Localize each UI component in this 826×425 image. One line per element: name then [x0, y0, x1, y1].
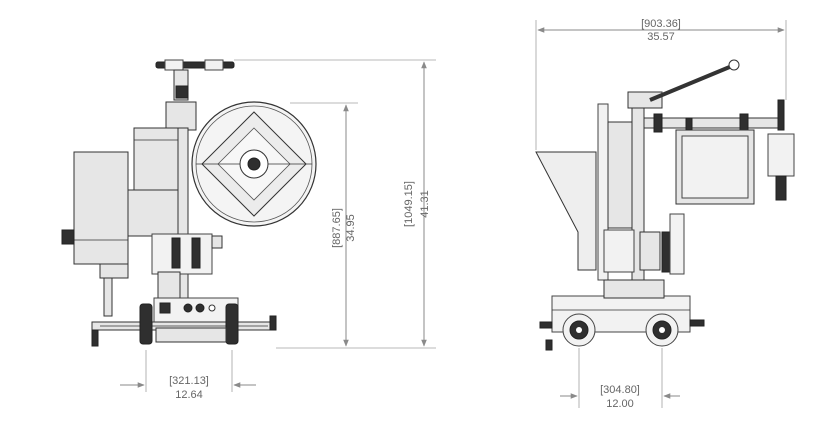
overall-width-metric: [903.36]: [641, 18, 681, 30]
right-track-imperial: 12.00: [606, 398, 634, 410]
reel-height-metric: [887.65]: [331, 208, 343, 248]
reel-height-imperial: 34.95: [345, 214, 357, 242]
front-view-machine: [61, 59, 317, 347]
overall-width-imperial: 35.57: [647, 31, 675, 43]
dimension-reel-height: [887.65] 34.95: [290, 102, 358, 347]
overall-height-imperial: 41.31: [419, 190, 431, 218]
dimension-overall-height: [1049.15] 41.31: [234, 59, 436, 349]
overall-height-metric: [1049.15]: [403, 181, 415, 227]
side-view-machine: [535, 59, 795, 351]
left-track-imperial: 12.64: [175, 389, 203, 401]
dimension-right-track-width: [304.80] 12.00: [560, 348, 680, 410]
dimension-left-track-width: [321.13] 12.64: [120, 350, 256, 401]
right-track-metric: [304.80]: [600, 384, 640, 396]
left-track-metric: [321.13]: [169, 375, 209, 387]
dimension-overall-width: [903.36] 35.57: [535, 18, 787, 150]
